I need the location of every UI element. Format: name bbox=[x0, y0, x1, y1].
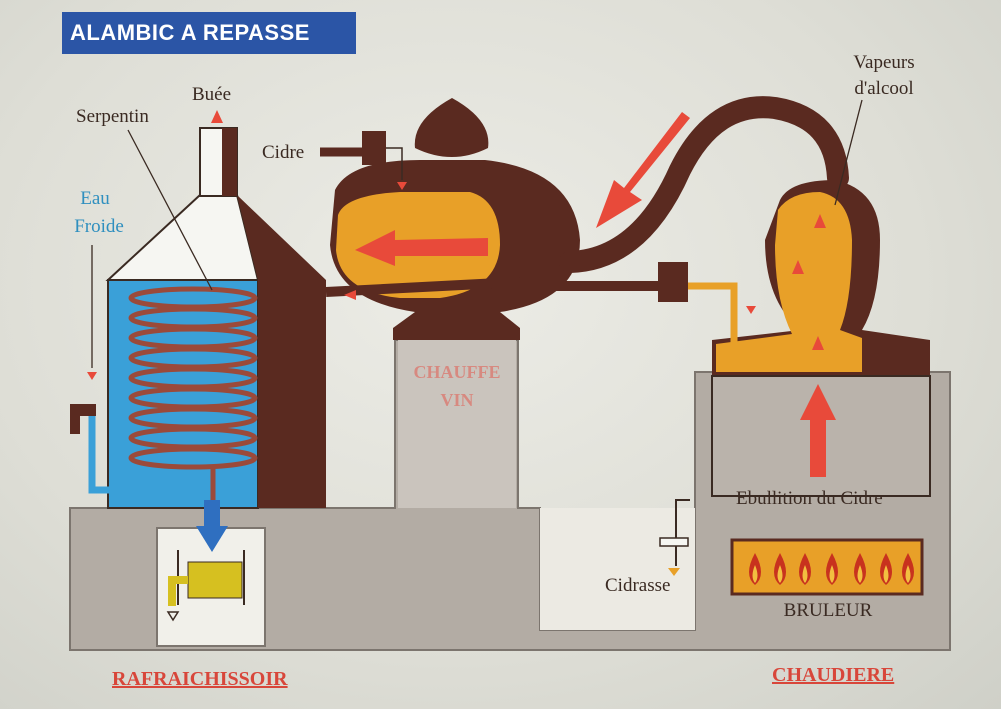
output-arrow-head bbox=[196, 526, 228, 552]
cidrasse-drop bbox=[668, 568, 680, 576]
chauffe-vin-arrow bbox=[355, 230, 488, 266]
output-arrow-shaft bbox=[204, 500, 220, 528]
label-vin: VIN bbox=[440, 390, 474, 410]
label-vapeurs-2: d'alcool bbox=[854, 78, 914, 99]
receiver-spout bbox=[168, 576, 188, 606]
label-buee: Buée bbox=[192, 84, 232, 105]
label-chaudiere: CHAUDIERE bbox=[772, 664, 895, 686]
buee-arrow bbox=[211, 110, 223, 123]
label-cidrasse: Cidrasse bbox=[605, 575, 671, 596]
chauffe-vin-dome bbox=[414, 98, 489, 157]
liaison-valve bbox=[658, 262, 688, 302]
label-vapeurs-1: Vapeurs bbox=[853, 52, 915, 73]
buee-chimney-shadow bbox=[222, 128, 237, 196]
label-cidre: Cidre bbox=[262, 142, 305, 163]
water-valve-stem bbox=[70, 404, 80, 434]
vapeur-drop-1 bbox=[814, 214, 826, 228]
bruleur-flames bbox=[749, 553, 914, 585]
receiver-drop bbox=[166, 611, 180, 622]
chauffe-vin-column bbox=[398, 340, 516, 508]
liaison-drop bbox=[746, 306, 756, 314]
cooler-hood-shadow bbox=[237, 195, 326, 508]
label-serpentin: Serpentin bbox=[76, 106, 149, 127]
label-bruleur: BRULEUR bbox=[783, 600, 873, 621]
chaudiere-liquid bbox=[716, 192, 862, 372]
swan-neck bbox=[559, 96, 849, 273]
heat-arrow-shaft bbox=[810, 415, 826, 477]
receiver-liquid bbox=[187, 561, 243, 599]
label-eau: Eau bbox=[80, 188, 110, 209]
cidrasse-valve bbox=[659, 537, 689, 547]
water-inlet-pipe bbox=[88, 405, 110, 494]
vapeurs-leader bbox=[834, 99, 863, 206]
heat-arrow-head bbox=[800, 384, 836, 420]
vapeur-drop-3 bbox=[812, 336, 824, 350]
label-froide: Froide bbox=[74, 216, 124, 237]
cidre-drop bbox=[397, 182, 407, 190]
cidre-valve bbox=[362, 131, 386, 165]
swan-neck-arrow bbox=[596, 112, 690, 228]
liaison-feed bbox=[688, 282, 760, 360]
diagram-title: ALAMBIC A REPASSE bbox=[62, 12, 356, 54]
serpentin-leader bbox=[127, 129, 213, 291]
label-chauffe: CHAUFFE bbox=[413, 362, 501, 382]
vapeur-drop-2 bbox=[792, 260, 804, 274]
water-drop bbox=[87, 372, 97, 380]
label-rafraichissoir: RAFRAICHISSOIR bbox=[112, 668, 288, 690]
vapeur-arrow-small bbox=[344, 290, 356, 300]
cidre-drip bbox=[386, 147, 403, 180]
label-ebullition: Ebullition du Cidre bbox=[736, 488, 883, 509]
cooler-tank bbox=[107, 279, 259, 509]
